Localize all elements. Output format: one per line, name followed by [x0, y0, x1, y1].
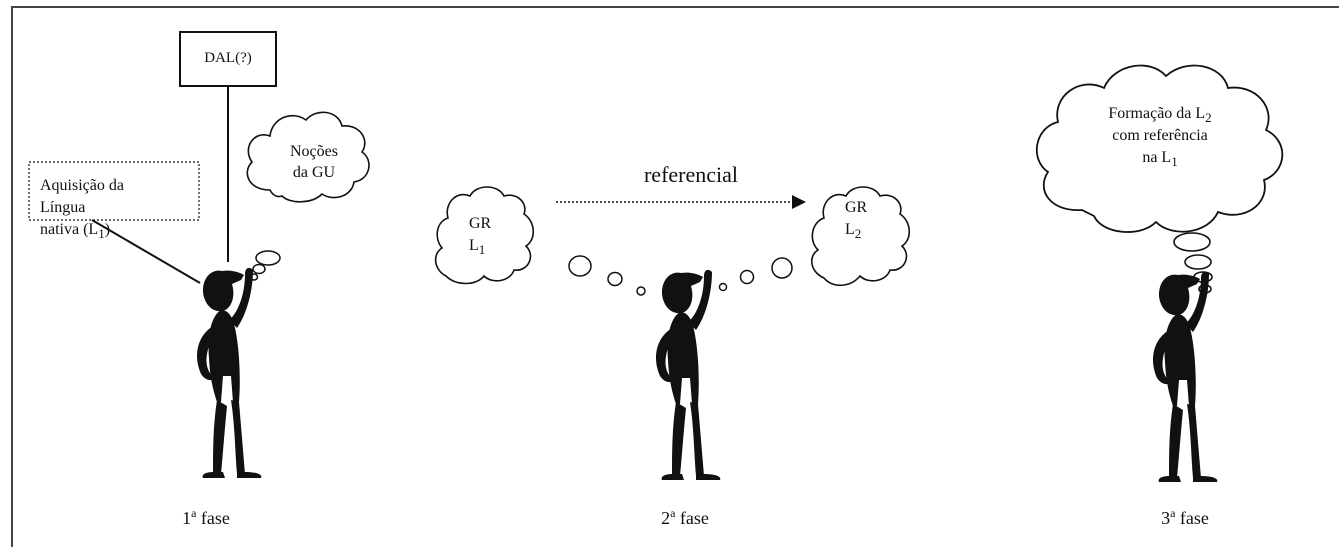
gr-l2-cloud-shape	[811, 186, 911, 287]
formacao-line-1: Formação da L2	[1108, 105, 1211, 125]
person-figure-phase-2	[656, 269, 721, 480]
aquisicao-connector-line	[91, 219, 201, 284]
phase-3-label: 3a fase	[1161, 506, 1209, 528]
thought-bubble-right-2	[739, 269, 755, 285]
gr-l1-cloud-shape	[434, 186, 535, 285]
gr-l2-cloud: GR L2	[811, 186, 911, 287]
thought-bubble-left-3	[636, 286, 646, 296]
formacao-line-2: com referência	[1112, 127, 1207, 144]
aquisicao-line-2: Língua	[40, 199, 85, 216]
nocoes-cloud: Noções da GU	[246, 111, 370, 203]
phase-2-label: 2a fase	[661, 506, 709, 528]
aquisicao-line-1: Aquisição da	[40, 177, 124, 194]
thought-bubble-large	[1173, 232, 1211, 252]
formacao-cloud: Formação da L2 com referência na L1	[1035, 64, 1284, 233]
dal-box: DAL(?)	[179, 31, 277, 87]
aquisicao-box: Aquisição da Língua nativa (L1)	[28, 161, 200, 241]
phase-1-label: 1a fase	[182, 506, 230, 528]
thought-bubble-right-1	[718, 282, 728, 292]
thought-bubble-left-1	[568, 255, 592, 277]
gr-l1-cloud: GR L1	[434, 186, 535, 285]
nocoes-line-2: da GU	[293, 164, 336, 181]
thought-bubble-large	[255, 250, 281, 266]
thought-bubble-left-2	[607, 271, 623, 287]
formacao-cloud-shape	[1035, 64, 1284, 233]
dal-box-frame	[179, 31, 277, 87]
gr-l1-line-1: GR	[469, 215, 492, 232]
formacao-line-3: na L1	[1142, 149, 1177, 169]
thought-bubble-medium	[252, 263, 266, 275]
nocoes-cloud-shape	[246, 111, 370, 203]
thought-bubble-right-3	[771, 257, 793, 279]
person-figure-phase-1	[197, 267, 262, 478]
person-figure-phase-3	[1153, 271, 1218, 482]
gr-l2-line-2: L2	[845, 221, 861, 241]
thought-bubble-medium	[1184, 254, 1212, 270]
arrow-label-referencial: referencial	[644, 162, 738, 187]
gr-l2-line-1: GR	[845, 199, 868, 216]
dal-label: DAL(?)	[204, 50, 251, 66]
nocoes-line-1: Noções	[290, 143, 338, 160]
aquisicao-box-frame	[28, 161, 200, 221]
gr-l1-line-2: L1	[469, 237, 485, 257]
diagram-frame	[11, 6, 1339, 547]
